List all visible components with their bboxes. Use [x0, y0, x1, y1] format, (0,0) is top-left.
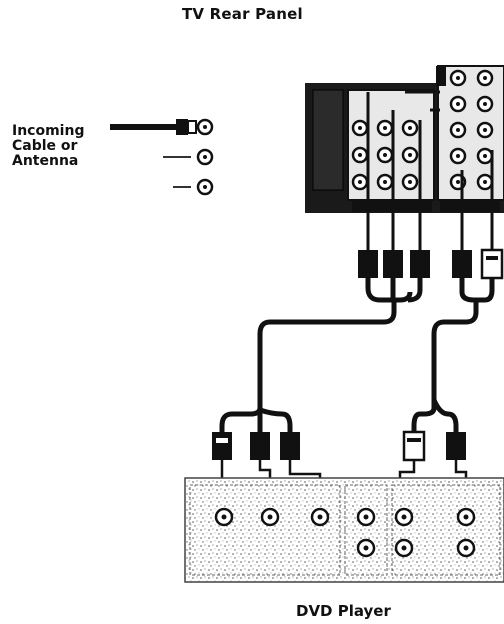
antenna-jack-2-icon: [163, 150, 212, 164]
rca-plug-icon: [358, 250, 502, 278]
dvd-player-icon: [185, 478, 504, 582]
incoming-label-line3: Antenna: [12, 154, 84, 169]
incoming-label-line2: Cable or: [12, 139, 84, 154]
incoming-label-line1: Incoming: [12, 124, 84, 139]
antenna-jack-3-icon: [173, 180, 212, 194]
rca-plug-icon: [212, 432, 466, 460]
tv-rear-panel-icon: [305, 66, 504, 213]
incoming-cable-label: Incoming Cable or Antenna: [12, 124, 84, 169]
coax-cable-icon: [110, 119, 212, 135]
dvd-player-label: DVD Player: [296, 602, 391, 620]
tv-rear-panel-label: TV Rear Panel: [182, 5, 303, 23]
